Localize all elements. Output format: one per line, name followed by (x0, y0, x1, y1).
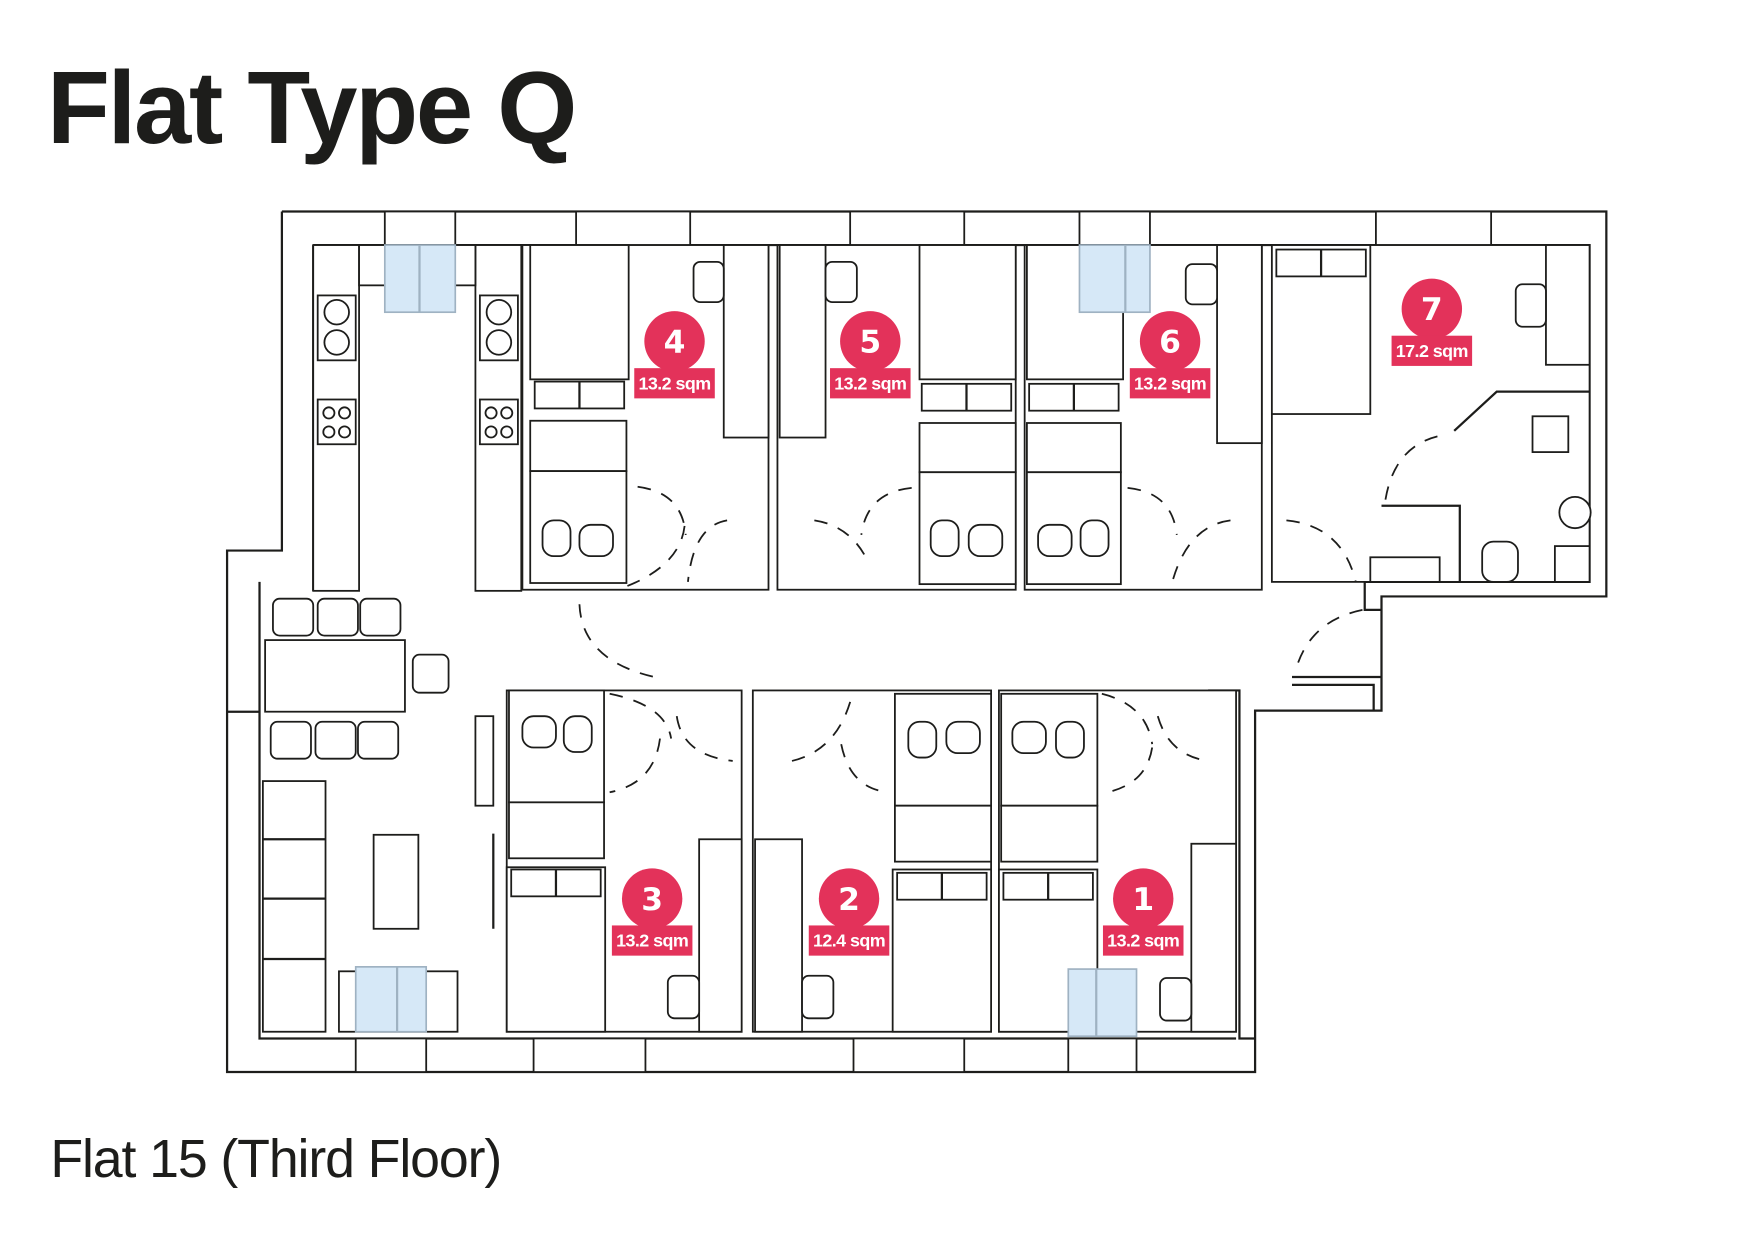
room-badge-2: 2 12.4 sqm (808, 868, 890, 956)
room-badge-7: 7 17.2 sqm (1391, 278, 1473, 366)
page-title: Flat Type Q (47, 50, 575, 165)
area-label-box (634, 368, 715, 399)
flat-subtitle: Flat 15 (Third Floor) (50, 1129, 501, 1189)
room-number: 2 (838, 882, 860, 918)
area-label-box (1391, 335, 1473, 366)
room-badge-6: 6 13.2 sqm (1129, 311, 1211, 399)
room-badge-4: 4 13.2 sqm (634, 311, 715, 399)
dining-table (264, 639, 406, 713)
windows (354, 244, 1151, 1038)
badge-circle (621, 868, 683, 929)
badge-circle (818, 868, 880, 929)
badge-circle (1113, 868, 1174, 929)
badge-circle (1139, 311, 1201, 372)
room-badge-3: 3 13.2 sqm (611, 868, 693, 956)
room-number: 3 (641, 882, 663, 918)
area-label-box (1102, 925, 1184, 956)
window-sills (354, 210, 1493, 1073)
room-area: 17.2 sqm (1396, 341, 1468, 361)
room-area: 13.2 sqm (616, 931, 688, 951)
room-area: 12.4 sqm (813, 931, 885, 951)
kitchen (261, 244, 523, 1033)
badge-circle (644, 311, 705, 372)
badge-circle (1401, 278, 1463, 340)
room-area: 13.2 sqm (1134, 373, 1206, 393)
top-bedrooms (521, 244, 1592, 678)
room-number: 5 (859, 324, 881, 360)
room-area: 13.2 sqm (1107, 931, 1179, 951)
room-area: 13.2 sqm (834, 373, 906, 393)
room-number: 7 (1421, 292, 1443, 328)
room-badges: 1 13.2 sqm 2 12.4 sqm 3 13.2 sqm 4 13.2 sqm 5 13.… (611, 278, 1473, 956)
room-number: 6 (1159, 324, 1181, 360)
room-badge-1: 1 13.2 sqm (1102, 868, 1184, 956)
room-number: 4 (664, 324, 686, 360)
badge-circle (840, 311, 901, 372)
area-label-box (830, 368, 911, 399)
room-badge-5: 5 13.2 sqm (830, 311, 911, 399)
area-label-box (611, 925, 693, 956)
room-number: 1 (1132, 882, 1154, 918)
area-label-box (808, 925, 890, 956)
bottom-bedrooms (505, 689, 1237, 1033)
area-label-box (1129, 368, 1211, 399)
room-area: 13.2 sqm (638, 373, 710, 393)
